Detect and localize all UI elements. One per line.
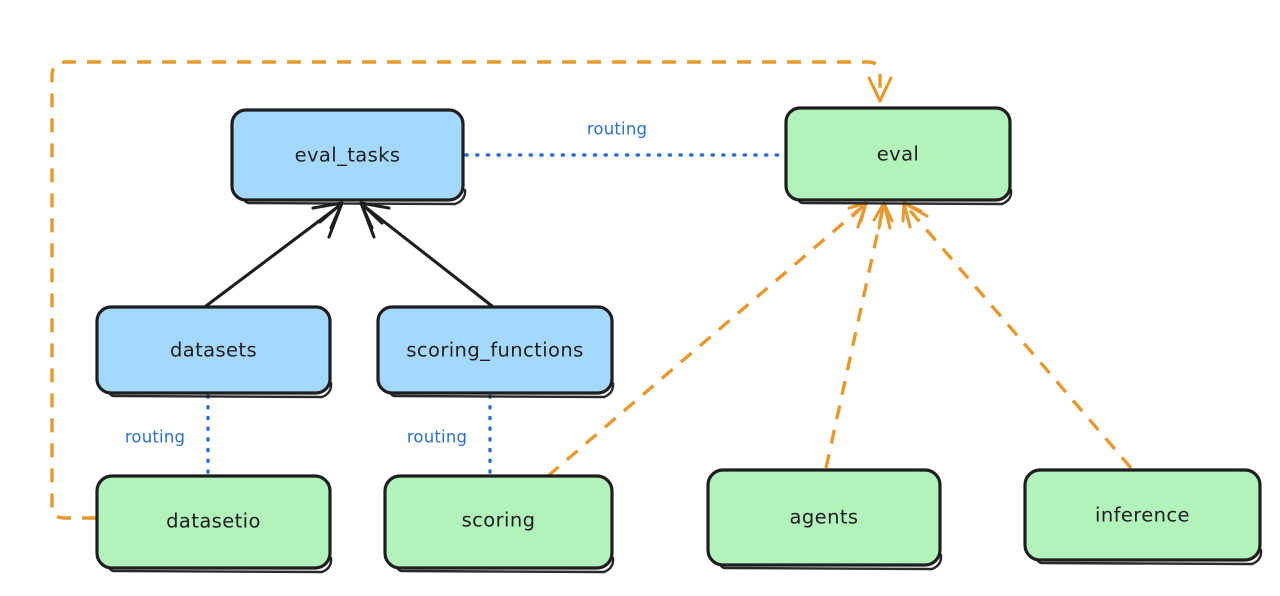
node-eval_tasks-label: eval_tasks <box>295 144 401 167</box>
edge-labels-layer: routing routing routing <box>125 120 647 447</box>
node-eval[interactable]: eval <box>784 106 1013 206</box>
edge-datasets-to-eval_tasks <box>204 201 344 308</box>
node-datasets-box[interactable] <box>95 305 332 395</box>
node-eval_tasks[interactable]: eval_tasks <box>230 108 467 206</box>
node-datasetio[interactable]: datasetio <box>95 474 333 574</box>
node-eval_tasks-box[interactable] <box>230 108 465 202</box>
node-datasets-label: datasets <box>170 339 257 362</box>
node-inference-label: inference <box>1095 504 1190 527</box>
node-scoring_functions-label: scoring_functions <box>406 339 583 362</box>
node-scoring_functions-box[interactable] <box>376 305 614 395</box>
edge-inference-to-eval <box>901 201 1133 470</box>
node-scoring-label: scoring <box>462 509 536 532</box>
node-agents[interactable]: agents <box>706 468 943 571</box>
node-scoring-box[interactable] <box>383 474 614 570</box>
node-eval-label: eval <box>877 143 920 166</box>
edge-scoring_functions-to-eval_tasks <box>359 201 494 308</box>
node-datasets[interactable]: datasets <box>95 305 333 399</box>
node-datasetio-box[interactable] <box>95 474 332 570</box>
edge-label-routing-datasetio: routing <box>125 428 185 447</box>
node-agents-box[interactable] <box>706 468 942 567</box>
edge-label-routing-eval: routing <box>587 120 647 139</box>
node-scoring[interactable]: scoring <box>383 474 615 574</box>
edge-label-routing-scoring: routing <box>407 428 467 447</box>
node-scoring_functions[interactable]: scoring_functions <box>376 305 615 399</box>
node-inference-box[interactable] <box>1023 468 1262 562</box>
nodes-layer: eval_tasks eval datasets scoring_functio… <box>95 106 1263 574</box>
node-eval-box[interactable] <box>784 106 1012 202</box>
node-agents-label: agents <box>790 506 859 529</box>
node-datasetio-label: datasetio <box>166 510 261 533</box>
node-inference[interactable]: inference <box>1023 468 1263 566</box>
edge-datasetio-to-eval <box>50 60 893 520</box>
edge-agents-to-eval <box>824 201 894 469</box>
